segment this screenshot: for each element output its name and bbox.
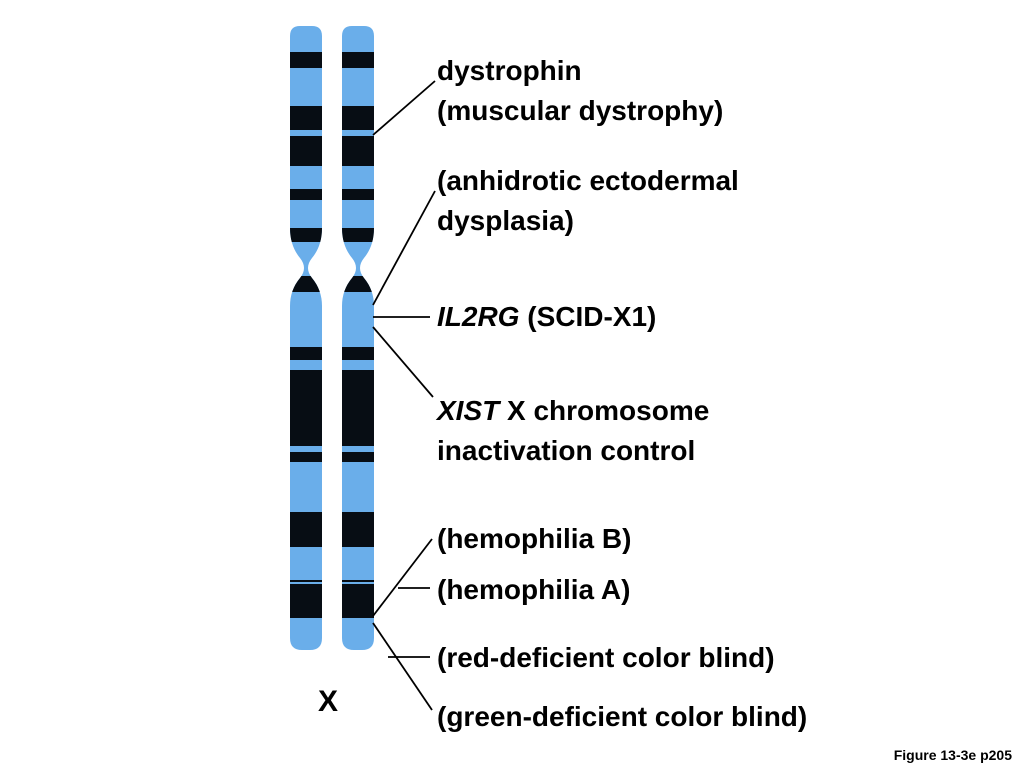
dark-band — [342, 347, 374, 360]
annotation-il2rg: IL2RG (SCID-X1) — [437, 297, 656, 337]
annotation-xist-line1: XIST X chromosome — [437, 391, 709, 431]
dark-band — [342, 370, 374, 446]
leader-lines — [372, 80, 436, 711]
annotation-green-deficient: (green-deficient color blind) — [437, 701, 808, 732]
chromatid-left — [290, 26, 322, 650]
dark-band — [290, 580, 322, 582]
dark-band — [290, 52, 322, 68]
gene-name-il2rg: IL2RG — [437, 301, 520, 332]
annotation-dystrophin-line2: (muscular dystrophy) — [437, 95, 724, 126]
annotation-hemophilia-b: (hemophilia B) — [437, 523, 632, 554]
dark-band — [342, 136, 374, 166]
leader-line-dystrophin — [372, 80, 436, 136]
annotation-xist-line2: inactivation control — [437, 435, 696, 466]
dark-band — [342, 512, 374, 547]
chromosome-label: X — [318, 685, 339, 718]
chromatid-right — [342, 26, 374, 650]
dark-band — [290, 370, 322, 446]
leader-line-xist — [372, 326, 434, 398]
dark-band — [342, 452, 374, 462]
dark-band — [290, 136, 322, 166]
gene-name-xist: XIST — [437, 395, 500, 426]
dark-band — [290, 452, 322, 462]
dark-band — [290, 584, 322, 618]
dark-band — [342, 584, 374, 618]
annotation-xist-text: X chromosome — [499, 395, 710, 426]
dark-band — [342, 276, 374, 292]
annotation-anhidrotic-line2: dysplasia) — [437, 205, 574, 236]
figure-caption: Figure 13-3e p205 — [893, 747, 1012, 763]
annotation-anhidrotic-line1: (anhidrotic ectodermal — [437, 165, 739, 196]
dark-band — [290, 228, 322, 242]
dark-band — [342, 580, 374, 582]
annotation-red-deficient: (red-deficient color blind) — [437, 642, 775, 673]
annotation-hemophilia-a: (hemophilia A) — [437, 574, 631, 605]
dark-band — [342, 228, 374, 242]
dark-band — [290, 106, 322, 130]
dark-band — [290, 347, 322, 360]
dark-band — [290, 189, 322, 200]
dark-band — [290, 276, 322, 292]
dark-band — [342, 106, 374, 130]
leader-line-anhidrotic — [372, 190, 436, 306]
annotation-dystrophin-line1: dystrophin — [437, 55, 582, 86]
dark-band — [342, 189, 374, 200]
dark-band — [290, 512, 322, 547]
leader-line-green-deficient — [372, 622, 433, 711]
annotation-il2rg-text: (SCID-X1) — [519, 301, 657, 332]
dark-band — [342, 52, 374, 68]
leader-line-hemophilia-b — [372, 538, 433, 617]
